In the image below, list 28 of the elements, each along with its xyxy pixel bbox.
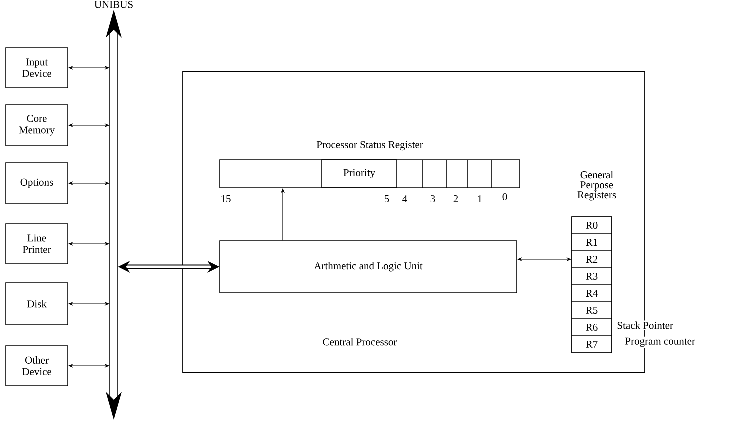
node-label: General Perpose Registers bbox=[578, 171, 616, 201]
register-box: R3 bbox=[572, 268, 612, 286]
bus-drawing: UNIBUS bbox=[94, 1, 133, 420]
bit-number: 15 bbox=[222, 195, 231, 203]
bit-number: 3 bbox=[430, 195, 436, 203]
register-box: R6 bbox=[572, 318, 612, 336]
device-box: Options bbox=[6, 162, 68, 204]
unit-box: Arthmetic and Logic Unit bbox=[220, 240, 518, 294]
device-box: Disk bbox=[6, 282, 68, 326]
register-note: Stack Pointer bbox=[616, 320, 674, 330]
register-box: R4 bbox=[572, 284, 612, 302]
bit-number: 2 bbox=[454, 196, 458, 202]
register-box: R7 bbox=[572, 336, 612, 354]
register-box: R1 bbox=[572, 234, 612, 252]
bit-number: 0 bbox=[502, 193, 508, 201]
bit-number: 4 bbox=[402, 196, 408, 202]
node-label: UNIBUS bbox=[94, 1, 133, 8]
device-box: Line Printer bbox=[6, 224, 68, 264]
register-field: Priority bbox=[322, 160, 398, 188]
register-box: R2 bbox=[572, 250, 612, 268]
device-box: Core Memory bbox=[6, 104, 68, 146]
device-box: Input Device bbox=[6, 48, 68, 88]
device-box: Other Device bbox=[6, 346, 68, 386]
node-label: Processor Status Register bbox=[316, 141, 424, 151]
register-box: R0 bbox=[572, 216, 612, 234]
register-box: R5 bbox=[572, 302, 612, 320]
register-note: Program counter bbox=[624, 336, 696, 348]
bit-number: 1 bbox=[478, 196, 482, 202]
